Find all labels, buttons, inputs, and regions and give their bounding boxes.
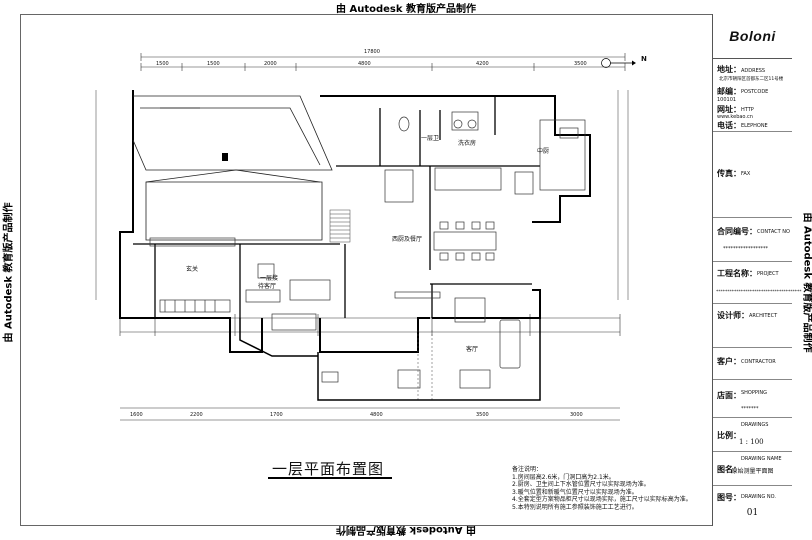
shop-row: 店面： SHOPPING ******* bbox=[713, 380, 792, 418]
room-label-stair-hall-2: 待客厅 bbox=[258, 283, 277, 290]
drawing-name-label: 图名： bbox=[717, 464, 741, 474]
scale-value: 1 : 100 bbox=[739, 438, 764, 446]
postcode-en: POSTCODE bbox=[741, 89, 769, 95]
contractor-en: CONTRACTOR bbox=[741, 359, 776, 365]
address-label: 地址： bbox=[717, 64, 741, 74]
autodesk-watermark-top: 由 Autodesk 教育版产品制作 bbox=[335, 4, 476, 15]
website-label: 网址： bbox=[717, 104, 741, 114]
notes-item-2: 2.厨房、卫生间上下水管位置尺寸以实际现场为准。 bbox=[512, 481, 650, 489]
room-label-foyer: 玄关 bbox=[186, 266, 199, 273]
room-label-kitchen: 中厨 bbox=[537, 148, 550, 155]
contract-label: 合同编号： bbox=[717, 226, 757, 236]
shop-label: 店面： bbox=[717, 390, 741, 400]
website-value: www.kebao.cn bbox=[717, 114, 753, 120]
drawing-name-value: 原始测量平面图 bbox=[731, 468, 774, 475]
address-en: ADDRESS bbox=[741, 68, 766, 74]
title-block: Boloni 地址： ADDRESS 北京市朝阳区首都东二区11号楼 邮编： P… bbox=[712, 14, 802, 526]
north-label: N bbox=[641, 55, 647, 63]
room-label-laundry: 洗衣房 bbox=[458, 140, 477, 147]
contractor-label: 客户： bbox=[717, 356, 741, 366]
drawing-no-en: DRAWING NO. bbox=[741, 494, 776, 500]
phone-en: ELEPHONE bbox=[741, 123, 768, 129]
dimension-top-6: 3500 bbox=[574, 61, 587, 67]
fax-row: 传真： FAX bbox=[713, 132, 792, 218]
drawing-title-underline bbox=[268, 477, 392, 479]
drawing-title: 一层平面布置图 bbox=[272, 460, 385, 478]
fax-label: 传真： bbox=[717, 168, 741, 178]
architect-label: 设计师： bbox=[717, 310, 749, 320]
dimension-bottom-2: 2200 bbox=[190, 412, 203, 418]
postcode-label: 邮编： bbox=[717, 86, 741, 96]
notes-item-1: 1.房间层高2.6米，门洞口高为2.1米。 bbox=[512, 473, 615, 481]
scale-label: 比例： bbox=[717, 430, 741, 440]
room-label-dining: 西厨及餐厅 bbox=[392, 236, 423, 243]
dimension-bottom-4: 4800 bbox=[370, 412, 383, 418]
drawing-name-en: DRAWING NAME bbox=[741, 456, 782, 462]
postcode-value: 100101 bbox=[717, 97, 737, 103]
contract-value: ****************** bbox=[723, 246, 768, 252]
dimension-overall: 17800 bbox=[364, 49, 380, 55]
drawing-no-row: 图号： DRAWING NO. 01 bbox=[713, 486, 792, 524]
autodesk-watermark-bottom: 由 Autodesk 教育版产品制作 bbox=[336, 524, 477, 535]
drawing-notes: 备注说明： 1.房间层高2.6米，门洞口高为2.1米。 2.厨房、卫生间上下水管… bbox=[512, 466, 702, 512]
dimension-top-2: 1500 bbox=[207, 61, 220, 67]
dimension-top-3: 2000 bbox=[264, 61, 277, 67]
notes-item-3: 3.暖气位置和新暖气位置尺寸以实际现场为准。 bbox=[512, 488, 638, 496]
address-row: 地址： ADDRESS 北京市朝阳区首都东二区11号楼 邮编： POSTCODE… bbox=[713, 58, 792, 132]
fax-en: FAX bbox=[741, 171, 751, 177]
notes-item-5: 5.本特别说明所有施工参照装饰施工工艺进行。 bbox=[512, 503, 638, 511]
brand-logo: Boloni bbox=[713, 14, 792, 59]
north-arrow bbox=[600, 54, 640, 68]
architect-row: 设计师： ARCHITECT bbox=[713, 304, 792, 348]
contract-en: CONTACT NO bbox=[757, 229, 790, 235]
dimension-bottom-6: 3000 bbox=[570, 412, 583, 418]
scale-en: DRAWINGS bbox=[741, 422, 769, 428]
website-en: HTTP bbox=[741, 107, 754, 113]
room-label-stair-hall-1: 一层接 bbox=[260, 275, 279, 282]
project-label: 工程名称： bbox=[717, 268, 757, 278]
project-value: ************************************** bbox=[716, 290, 802, 295]
scale-row: DRAWINGS 比例： 1 : 100 bbox=[713, 418, 792, 452]
contractor-row: 客户： CONTRACTOR bbox=[713, 348, 792, 380]
dimension-top-5: 4200 bbox=[476, 61, 489, 67]
shop-value: ******* bbox=[741, 406, 759, 412]
dimension-top-1: 1500 bbox=[156, 61, 169, 67]
dimension-bottom-3: 1700 bbox=[270, 412, 283, 418]
floor-plan bbox=[95, 53, 629, 421]
north-arrow-icon bbox=[601, 58, 636, 68]
architect-en: ARCHITECT bbox=[749, 313, 778, 319]
shop-en: SHOPPING bbox=[741, 390, 767, 396]
drawing-no-label: 图号： bbox=[717, 492, 741, 502]
notes-heading: 备注说明： bbox=[512, 466, 543, 473]
project-row: 工程名称： PROJECT **************************… bbox=[713, 262, 802, 304]
notes-item-4: 4.全套定型方案物品柜尺寸以现场实际，施工尺寸以实际标高为准。 bbox=[512, 496, 692, 504]
autodesk-watermark-right: 由 Autodesk 教育版产品制作 bbox=[801, 212, 812, 353]
dimension-bottom-1: 1600 bbox=[130, 412, 143, 418]
contract-row: 合同编号： CONTACT NO ****************** bbox=[713, 218, 792, 262]
room-label-bath: 一层卫 bbox=[421, 135, 440, 142]
drawing-no-value: 01 bbox=[746, 508, 759, 518]
dimension-top-4: 4800 bbox=[358, 61, 371, 67]
phone-label: 电话： bbox=[717, 120, 741, 130]
address-value: 北京市朝阳区首都东二区11号楼 bbox=[719, 77, 784, 82]
dimension-bottom-5: 3500 bbox=[476, 412, 489, 418]
room-label-living: 客厅 bbox=[466, 346, 479, 353]
floor-plan-drawing bbox=[95, 53, 629, 421]
drawing-name-row: DRAWING NAME 图名： 原始测量平面图 bbox=[713, 452, 792, 486]
project-en: PROJECT bbox=[757, 271, 779, 277]
